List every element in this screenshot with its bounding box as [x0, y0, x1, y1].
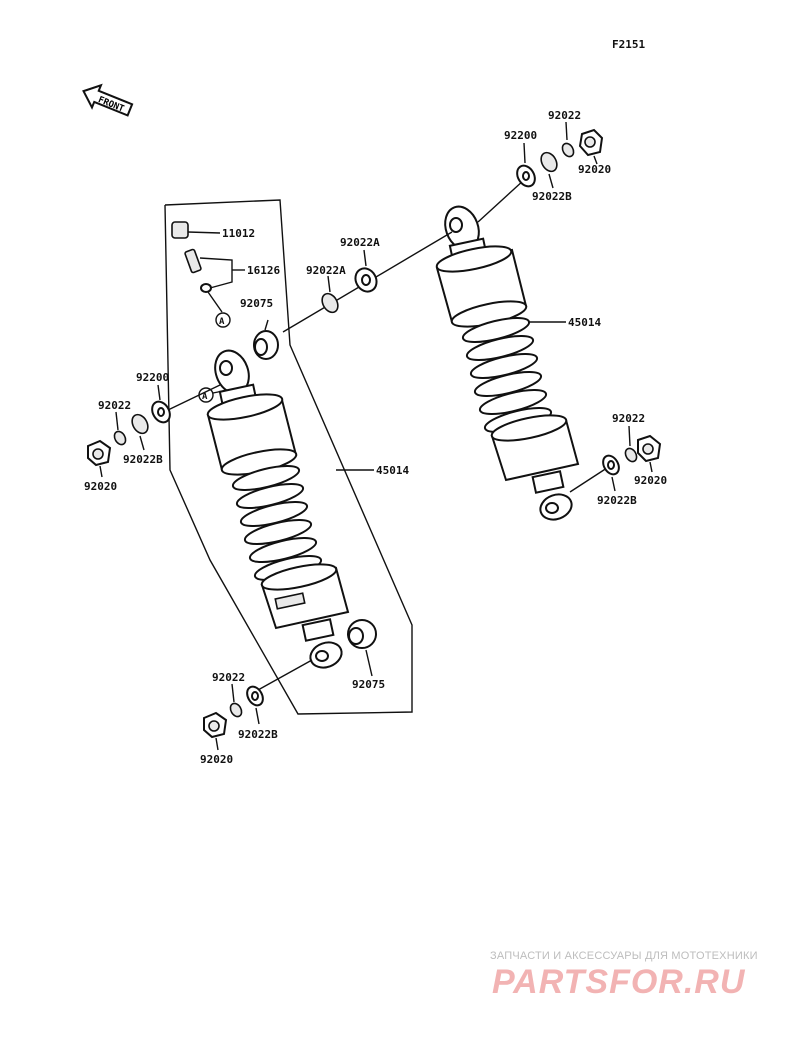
watermark-tagline: ЗАПЧАСТИ И АКСЕССУАРЫ ДЛЯ МОТОТЕХНИКИ — [490, 950, 758, 962]
label-45014-right: 45014 — [528, 316, 601, 329]
callout-a-top: A — [207, 291, 231, 328]
svg-text:11012: 11012 — [222, 227, 255, 240]
svg-text:92022B: 92022B — [123, 453, 163, 466]
cap-11012: 11012 — [171, 221, 255, 240]
figure-code: F2151 — [612, 38, 645, 51]
nut-92020-right-bot: 92020 — [634, 434, 667, 487]
svg-text:A: A — [202, 392, 208, 402]
valve-16126: 16126 — [184, 248, 280, 293]
washer-92022b-left: 92022B — [123, 413, 163, 466]
nut-92020-bottom: 92020 — [200, 711, 233, 766]
washer-92200-right: 92200 — [504, 129, 537, 188]
nut-92020-left: 92020 — [84, 439, 117, 493]
svg-text:92022A: 92022A — [340, 236, 380, 249]
svg-text:92200: 92200 — [136, 371, 169, 384]
front-arrow-icon: FRONT — [82, 83, 134, 117]
right-shock-absorber — [435, 205, 580, 521]
svg-text:92022: 92022 — [98, 399, 131, 412]
svg-text:92022B: 92022B — [532, 190, 572, 203]
left-shock-absorber — [206, 349, 350, 669]
collar-92075-bottom: 92075 — [347, 619, 385, 691]
svg-text:92200: 92200 — [504, 129, 537, 142]
washer-92022-bottom: 92022 — [212, 671, 245, 718]
svg-text:A: A — [219, 317, 225, 327]
svg-text:92020: 92020 — [634, 474, 667, 487]
washer-92022b-right-top: 92022B — [532, 151, 572, 203]
svg-text:92020: 92020 — [578, 163, 611, 176]
washer-92022-right-bot: 92022 — [612, 412, 645, 463]
label-45014-left: 45014 — [336, 464, 409, 477]
svg-text:92022A: 92022A — [306, 264, 346, 277]
svg-text:92022: 92022 — [612, 412, 645, 425]
washer-92022a-left: 92022A — [306, 264, 346, 314]
svg-text:92020: 92020 — [200, 753, 233, 766]
nut-92020-right-top: 92020 — [578, 128, 611, 176]
washer-92022b-bottom: 92022B — [238, 685, 278, 741]
svg-text:92020: 92020 — [84, 480, 117, 493]
svg-text:16126: 16126 — [247, 264, 280, 277]
callout-a-mid: A — [198, 387, 229, 403]
svg-text:92075: 92075 — [240, 297, 273, 310]
svg-text:45014: 45014 — [376, 464, 409, 477]
collar-92075-top: 92075 — [240, 297, 279, 360]
svg-text:92022B: 92022B — [238, 728, 278, 741]
svg-text:92075: 92075 — [352, 678, 385, 691]
washer-92200-left: 92200 — [136, 371, 171, 424]
kit-outline — [164, 199, 413, 715]
svg-text:45014: 45014 — [568, 316, 601, 329]
washer-92022a-right: 92022A — [340, 236, 380, 293]
washer-92022-right-top: 92022 — [548, 109, 581, 158]
watermark-brand-logo: PARTSFOR.RU — [492, 963, 746, 1001]
svg-text:92022: 92022 — [212, 671, 245, 684]
svg-text:92022: 92022 — [548, 109, 581, 122]
washer-92022-left: 92022 — [98, 399, 131, 446]
washer-92022b-right-bot: 92022B — [597, 454, 637, 507]
svg-text:92022B: 92022B — [597, 494, 637, 507]
